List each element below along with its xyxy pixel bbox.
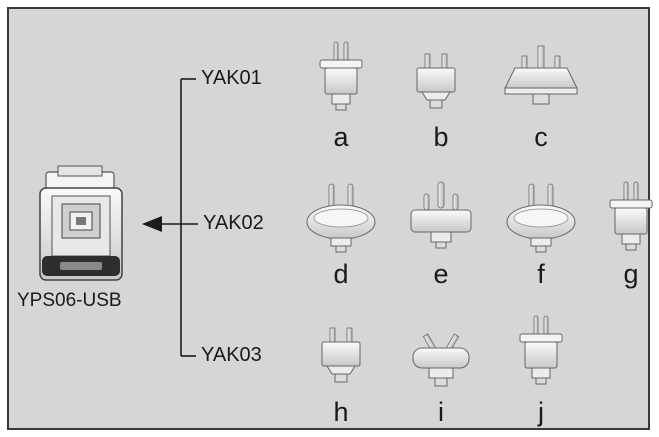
device-label: YPS06-USB [17,290,122,311]
plug-letter-a: a [333,122,349,152]
kit-label-yak02: YAK02 [203,212,264,234]
plug-h-icon [321,327,361,383]
plug-b-icon [416,53,456,109]
plug-letter-g: g [623,259,639,289]
plug-letter-c: c [534,122,548,152]
plug-a-icon [319,41,363,111]
plug-e-icon [410,181,472,249]
plug-f-icon [506,183,576,253]
plug-g-icon [609,181,653,251]
kit-label-yak01: YAK01 [201,67,262,89]
plug-letter-j: j [538,397,544,427]
plug-letter-i: i [438,397,444,427]
plug-letter-b: b [433,122,449,152]
arrowhead-icon [142,216,162,232]
charger-device-icon [39,165,123,281]
plug-letter-h: h [333,397,349,427]
plug-c-icon [504,45,578,105]
connector-lines [160,78,198,357]
plug-i-icon [412,333,470,387]
plug-letter-f: f [537,259,545,289]
plug-j-icon [519,315,563,385]
kit-label-yak03: YAK03 [201,344,262,366]
plug-letter-e: e [433,259,449,289]
plug-letter-d: d [333,259,349,289]
plug-d-icon [306,183,376,253]
